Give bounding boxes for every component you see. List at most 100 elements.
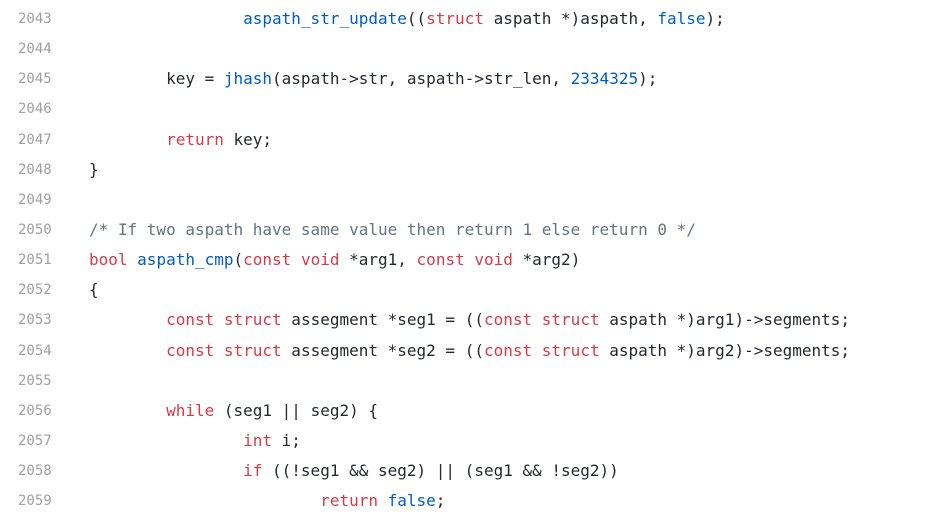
code-token: *arg1,	[339, 250, 417, 270]
keyword-token: const	[243, 250, 292, 270]
keyword-token: const	[416, 250, 465, 270]
line-code: return key;	[78, 125, 951, 155]
line-number[interactable]: 2052	[18, 282, 52, 299]
line-code: /* If two aspath have same value then re…	[78, 215, 951, 245]
code-line: 2048}	[0, 155, 951, 185]
line-code: while (seg1 || seg2) {	[78, 396, 951, 426]
line-number[interactable]: 2043	[18, 11, 52, 27]
code-line: 2045 key = jhash(aspath->str, aspath->st…	[0, 64, 951, 94]
line-code	[78, 34, 951, 64]
code-line: 2053 const struct assegment *seg1 = ((co…	[0, 305, 951, 335]
line-code	[78, 94, 951, 124]
line-code: }	[78, 155, 951, 185]
code-line: 2050 /* If two aspath have same value the…	[0, 215, 951, 245]
code-token	[532, 341, 542, 360]
code-line: 2058 if ((!seg1 && seg2) || (seg1 && !se…	[0, 456, 951, 486]
keyword-token: const	[483, 310, 533, 330]
code-token	[89, 310, 166, 329]
identifier-token: false	[387, 491, 436, 511]
code-token: );	[638, 69, 658, 89]
code-token: aspath *)arg1)->segments;	[599, 310, 851, 330]
line-number[interactable]: 2051	[18, 252, 52, 269]
code-line: 2047 return key;	[0, 125, 951, 155]
code-token	[214, 341, 224, 360]
line-code: key = jhash(aspath->str, aspath->str_len…	[78, 64, 951, 94]
line-code: int i;	[78, 426, 951, 456]
keyword-token: void	[300, 250, 340, 270]
code-token: assegment *seg1 = ((	[281, 310, 484, 330]
line-number[interactable]: 2047	[18, 131, 52, 148]
keyword-token: struct	[426, 9, 484, 28]
code-token: key;	[223, 129, 273, 149]
keyword-token: const	[166, 340, 215, 360]
code-token: i;	[272, 430, 301, 450]
code-token: aspath *)arg2)->segments;	[599, 340, 851, 360]
code-line: 2059 return false;	[0, 486, 951, 516]
line-code	[78, 366, 951, 396]
line-code: {	[78, 275, 951, 305]
code-token	[214, 310, 224, 329]
line-number[interactable]: 2059	[18, 493, 52, 510]
line-number[interactable]: 2058	[18, 463, 52, 480]
code-token	[89, 9, 243, 28]
line-number[interactable]: 2049	[18, 191, 52, 208]
code-token	[532, 310, 542, 329]
keyword-token: struct	[541, 340, 600, 360]
code-token: (	[233, 250, 244, 270]
code-token: ((!seg1 && seg2) || (seg1 && !seg2))	[262, 461, 619, 481]
code-line: 2043 aspath_str_update((struct aspath *)…	[0, 4, 951, 34]
code-token: (aspath->str, aspath->str_len,	[272, 69, 571, 89]
code-token	[89, 401, 166, 420]
keyword-token: const	[483, 340, 533, 360]
code-line: 2054 const struct assegment *seg2 = ((co…	[0, 336, 951, 366]
code-line: 2044	[0, 34, 951, 64]
line-code: bool aspath_cmp(const void *arg1, const …	[78, 245, 951, 275]
code-token: (seg1 || seg2) {	[214, 400, 378, 420]
code-token: {	[89, 280, 99, 300]
line-number[interactable]: 2044	[18, 41, 52, 58]
code-token: );	[705, 9, 725, 28]
identifier-token: jhash	[223, 69, 273, 89]
code-line: 2055	[0, 366, 951, 396]
code-token	[89, 461, 243, 480]
code-token	[128, 250, 138, 269]
code-token	[465, 250, 475, 269]
line-number[interactable]: 2046	[18, 101, 52, 118]
code-line: 2046	[0, 94, 951, 124]
identifier-token: false	[657, 9, 706, 28]
code-line: 2051 bool aspath_cmp(const void *arg1, co…	[0, 245, 951, 275]
code-token	[89, 431, 243, 450]
keyword-token: struct	[541, 310, 600, 330]
identifier-token: aspath_str_update	[243, 9, 407, 28]
line-code: return false;	[78, 486, 951, 516]
code-line: 2049	[0, 185, 951, 215]
line-code	[78, 185, 951, 215]
code-token	[291, 250, 301, 269]
line-number[interactable]: 2054	[18, 342, 52, 359]
identifier-token: aspath_cmp	[137, 250, 234, 270]
line-number[interactable]: 2057	[18, 432, 52, 449]
code-line: 2052 {	[0, 275, 951, 305]
line-number[interactable]: 2056	[18, 402, 52, 419]
line-number[interactable]: 2050	[18, 221, 52, 238]
keyword-token: const	[166, 310, 215, 330]
keyword-token: return	[166, 129, 224, 149]
line-number[interactable]: 2055	[18, 372, 52, 389]
keyword-token: int	[243, 430, 273, 450]
code-line: 2056 while (seg1 || seg2) {	[0, 396, 951, 426]
code-token: ((	[406, 9, 427, 28]
code-token: }	[89, 159, 99, 179]
code-token: ;	[435, 491, 446, 511]
line-number[interactable]: 2045	[18, 71, 52, 88]
line-number[interactable]: 2048	[18, 161, 52, 178]
code-line: 2057 int i;	[0, 426, 951, 456]
number-token: 2334325	[570, 69, 639, 89]
keyword-token: struct	[223, 310, 282, 330]
code-token: *arg2)	[512, 250, 581, 270]
keyword-token: while	[166, 400, 215, 420]
code-view[interactable]: 2043 aspath_str_update((struct aspath *)…	[0, 4, 951, 516]
line-number[interactable]: 2053	[18, 312, 52, 329]
code-token	[89, 491, 320, 510]
code-token: assegment *seg2 = ((	[281, 340, 484, 360]
comment-token: /* If two aspath have same value then re…	[89, 219, 696, 239]
